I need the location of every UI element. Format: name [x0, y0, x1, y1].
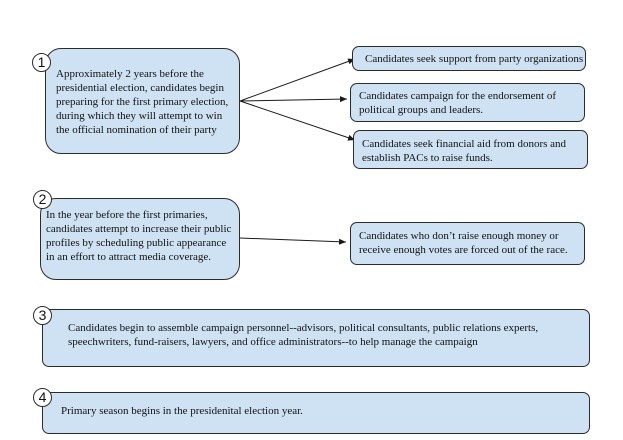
step-4-text: Primary season begins in the presidenita… [61, 405, 303, 417]
step-2-text: In the year before the first primaries, … [46, 209, 232, 263]
step-1-outcome-endorsement: Candidates campaign for the endorsement … [350, 83, 585, 122]
step-3-box: Candidates begin to assemble campaign pe… [42, 309, 590, 367]
step-1-outcome-financial-aid: Candidates seek financial aid from donor… [353, 130, 588, 169]
step-2-box: In the year before the first primaries, … [40, 198, 240, 280]
step-1-text: Approximately 2 years before the preside… [56, 68, 229, 136]
step-2-number-badge: 2 [33, 190, 52, 209]
step-1-outcome-financial-aid-text: Candidates seek financial aid from donor… [362, 138, 567, 164]
step-1-number-badge: 1 [32, 53, 51, 72]
step-4-number-badge: 4 [33, 388, 52, 407]
step-1-outcome-endorsement-text: Candidates campaign for the endorsement … [359, 90, 557, 116]
step-3-text: Candidates begin to assemble campaign pe… [68, 322, 539, 348]
arrow-1-to-financial-aid [239, 100, 356, 141]
arrow-1-to-endorsement [239, 96, 348, 103]
arrow-1-to-party-support [239, 58, 356, 102]
step-1-outcome-party-support-text: Candidates seek support from party organ… [365, 53, 584, 65]
step-2-outcome-forced-out: Candidates who don’t raise enough money … [350, 222, 585, 265]
step-1-box: Approximately 2 years before the preside… [45, 48, 240, 154]
step-4-box: Primary season begins in the presidenita… [42, 392, 590, 434]
step-2-outcome-forced-out-text: Candidates who don’t raise enough money … [359, 230, 568, 256]
step-1-outcome-party-support: Candidates seek support from party organ… [352, 46, 586, 71]
arrow-2-to-forced-out [239, 237, 347, 245]
step-3-number-badge: 3 [33, 306, 52, 325]
